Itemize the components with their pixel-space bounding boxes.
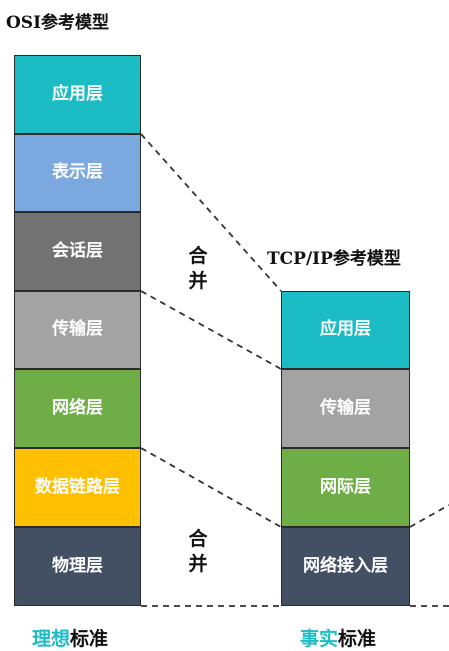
tcpip-footer: 事实标准 bbox=[300, 624, 376, 651]
osi-layer-session[interactable]: 会话层 bbox=[14, 212, 141, 291]
osi-footer: 理想标准 bbox=[32, 624, 108, 651]
tcpip-layer-network-access[interactable]: 网络接入层 bbox=[281, 527, 410, 606]
tcpip-model-title: TCP/IP参考模型 bbox=[267, 249, 401, 269]
merge-label-lower: 合 并 bbox=[186, 527, 210, 576]
merge-label-upper-line1: 合 bbox=[188, 245, 208, 267]
osi-layer-data-link[interactable]: 数据链路层 bbox=[14, 448, 141, 527]
connector-network bbox=[140, 447, 282, 528]
tcpip-footer-rest: 标准 bbox=[338, 628, 377, 650]
merge-label-lower-line2: 并 bbox=[188, 552, 208, 575]
osi-layer-network[interactable]: 网络层 bbox=[14, 369, 141, 448]
osi-layer-presentation[interactable]: 表示层 bbox=[14, 134, 141, 212]
osi-layer-application[interactable]: 应用层 bbox=[14, 55, 141, 134]
merge-label-lower-line1: 合 bbox=[188, 528, 208, 550]
tcpip-footer-highlight: 事实 bbox=[300, 628, 339, 650]
osi-model-title: OSI参考模型 bbox=[6, 13, 110, 33]
connector-top bbox=[140, 133, 282, 292]
tcpip-layer-transport[interactable]: 传输层 bbox=[281, 369, 410, 448]
osi-footer-highlight: 理想 bbox=[32, 628, 71, 650]
tcpip-layer-internet[interactable]: 网际层 bbox=[281, 448, 410, 527]
connector-transport bbox=[140, 290, 282, 370]
connector-right-edge bbox=[409, 504, 449, 528]
tcpip-layer-application[interactable]: 应用层 bbox=[281, 291, 410, 369]
osi-footer-rest: 标准 bbox=[70, 628, 109, 650]
merge-label-upper-line2: 并 bbox=[188, 269, 208, 292]
merge-label-upper: 合 并 bbox=[186, 244, 210, 293]
osi-layer-physical[interactable]: 物理层 bbox=[14, 527, 141, 606]
osi-layer-transport[interactable]: 传输层 bbox=[14, 291, 141, 369]
